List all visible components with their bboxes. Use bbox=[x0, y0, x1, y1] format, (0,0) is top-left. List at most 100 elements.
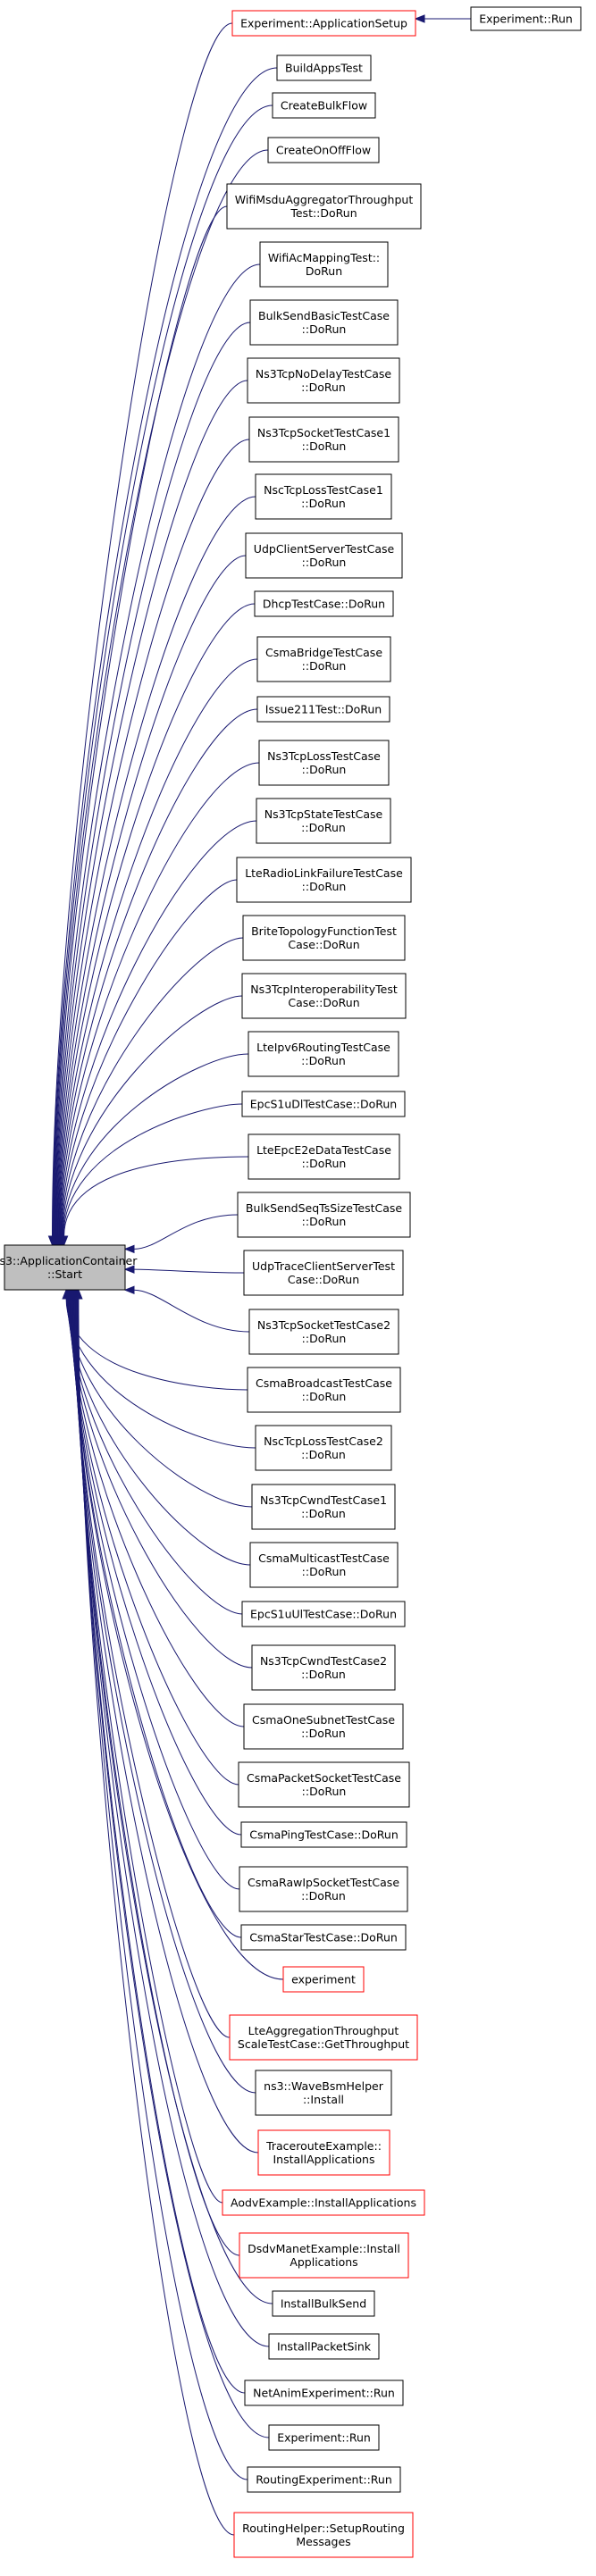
caller-node-n28[interactable]: CsmaMulticastTestCase::DoRun bbox=[249, 1542, 399, 1588]
caller-node-n38[interactable]: ns3::WaveBsmHelper::Install bbox=[255, 2070, 392, 2116]
node-label: Applications bbox=[290, 2255, 357, 2269]
node-box bbox=[256, 696, 390, 723]
arrowhead-n48 bbox=[414, 14, 425, 23]
node-label: Ns3TcpSocketTestCase2 bbox=[257, 1318, 390, 1332]
node-label: RoutingHelper::SetupRouting bbox=[242, 2522, 405, 2535]
edge-n3 bbox=[53, 149, 269, 1237]
caller-node-n37[interactable]: LteAggregationThroughputScaleTestCase::G… bbox=[229, 2014, 418, 2061]
root-node-application-container-start[interactable]: ns3::ApplicationContainer::Start bbox=[0, 1244, 138, 1291]
caller-node-n14[interactable]: Ns3TcpLossTestCase::DoRun bbox=[258, 740, 390, 786]
node-label: UdpTraceClientServerTest bbox=[252, 1259, 395, 1273]
caller-node-n41[interactable]: DsdvManetExample::InstallApplications bbox=[239, 2232, 409, 2279]
node-box bbox=[255, 2070, 392, 2116]
caller-node-n35[interactable]: CsmaStarTestCase::DoRun bbox=[240, 1924, 407, 1951]
node-label: WifiAcMappingTest:: bbox=[268, 251, 380, 264]
caller-node-n12[interactable]: CsmaBridgeTestCase::DoRun bbox=[256, 636, 391, 682]
node-label: CsmaMulticastTestCase bbox=[258, 1551, 390, 1565]
caller-node-n9[interactable]: NscTcpLossTestCase1::DoRun bbox=[255, 473, 392, 520]
node-box bbox=[272, 2290, 375, 2317]
caller-node-n40[interactable]: AodvExample::InstallApplications bbox=[222, 2189, 425, 2216]
call-edges bbox=[47, 14, 471, 2536]
caller-node-n26[interactable]: NscTcpLossTestCase2::DoRun bbox=[255, 1425, 392, 1471]
caller-node-n0[interactable]: Experiment::ApplicationSetup bbox=[231, 10, 416, 37]
node-box bbox=[257, 2129, 390, 2176]
edge-n33 bbox=[70, 1298, 242, 1836]
caller-node-n3[interactable]: CreateOnOffFlow bbox=[267, 137, 380, 163]
caller-node-n44[interactable]: NetAnimExperiment::Run bbox=[244, 2379, 404, 2406]
caller-node-n22[interactable]: BulkSendSeqTsSizeTestCase::DoRun bbox=[237, 1192, 411, 1238]
caller-node-n16[interactable]: LteRadioLinkFailureTestCase::DoRun bbox=[236, 857, 412, 903]
node-label: NetAnimExperiment::Run bbox=[253, 2387, 395, 2400]
edge-n1 bbox=[52, 67, 278, 1237]
caller-node-n15[interactable]: Ns3TcpStateTestCase::DoRun bbox=[256, 798, 391, 844]
node-label: InstallBulkSend bbox=[281, 2297, 366, 2311]
caller-node-n20[interactable]: EpcS1uDlTestCase::DoRun bbox=[241, 1091, 406, 1117]
caller-node-n10[interactable]: UdpClientServerTestCase::DoRun bbox=[245, 532, 403, 579]
caller-node-n42[interactable]: InstallBulkSend bbox=[272, 2290, 375, 2317]
caller-node-n5[interactable]: WifiAcMappingTest::DoRun bbox=[259, 241, 389, 288]
node-box bbox=[239, 2232, 409, 2279]
caller-node-n24[interactable]: Ns3TcpSocketTestCase2::DoRun bbox=[248, 1309, 399, 1355]
caller-node-n11[interactable]: DhcpTestCase::DoRun bbox=[254, 590, 394, 617]
caller-node-n8[interactable]: Ns3TcpSocketTestCase1::DoRun bbox=[248, 416, 399, 463]
node-label: UdpClientServerTestCase bbox=[254, 542, 395, 556]
node-label: InstallPacketSink bbox=[277, 2340, 372, 2354]
node-label: ::DoRun bbox=[302, 556, 347, 569]
node-label: Case::DoRun bbox=[288, 996, 359, 1009]
node-label: DhcpTestCase::DoRun bbox=[263, 598, 385, 611]
edge-n10 bbox=[57, 555, 247, 1237]
node-box bbox=[249, 1542, 399, 1588]
caller-node-n30[interactable]: Ns3TcpCwndTestCase2::DoRun bbox=[251, 1644, 396, 1691]
caller-node-n45[interactable]: Experiment::Run bbox=[268, 2424, 380, 2451]
caller-node-n29[interactable]: EpcS1uUlTestCase::DoRun bbox=[241, 1601, 406, 1627]
caller-node-n7[interactable]: Ns3TcpNoDelayTestCase::DoRun bbox=[247, 357, 400, 404]
node-label: BuildAppsTest bbox=[285, 62, 363, 75]
caller-node-n32[interactable]: CsmaPacketSocketTestCase::DoRun bbox=[238, 1761, 410, 1808]
arrowhead-n47 bbox=[74, 1288, 83, 1300]
caller-node-n48[interactable]: Experiment::Run bbox=[470, 6, 582, 31]
edge-n41 bbox=[74, 1298, 240, 2256]
edge-n34 bbox=[71, 1298, 240, 1890]
caller-node-n36[interactable]: experiment bbox=[282, 1966, 365, 1993]
caller-node-n31[interactable]: CsmaOneSubnetTestCase::DoRun bbox=[243, 1703, 404, 1750]
caller-node-n39[interactable]: TracerouteExample::InstallApplications bbox=[257, 2129, 390, 2176]
caller-node-n33[interactable]: CsmaPingTestCase::DoRun bbox=[240, 1821, 407, 1848]
caller-node-n2[interactable]: CreateBulkFlow bbox=[272, 92, 376, 119]
caller-node-n19[interactable]: LteIpv6RoutingTestCase::DoRun bbox=[248, 1031, 399, 1077]
node-box bbox=[248, 1133, 400, 1180]
edge-n20 bbox=[63, 1103, 243, 1237]
edge-n2 bbox=[53, 105, 273, 1237]
caller-node-n27[interactable]: Ns3TcpCwndTestCase1::DoRun bbox=[251, 1484, 396, 1530]
caller-node-n43[interactable]: InstallPacketSink bbox=[268, 2333, 380, 2360]
caller-node-n21[interactable]: LteEpcE2eDataTestCase::DoRun bbox=[248, 1133, 400, 1180]
node-label: experiment bbox=[291, 1973, 356, 1986]
caller-node-n34[interactable]: CsmaRawIpSocketTestCase::DoRun bbox=[239, 1866, 408, 1912]
edge-n0 bbox=[52, 22, 233, 1237]
node-label: ::Start bbox=[47, 1267, 82, 1281]
caller-node-n1[interactable]: BuildAppsTest bbox=[276, 54, 372, 81]
node-label: CreateBulkFlow bbox=[281, 99, 367, 113]
node-label: Ns3TcpCwndTestCase1 bbox=[260, 1493, 387, 1507]
caller-node-n13[interactable]: Issue211Test::DoRun bbox=[256, 696, 390, 723]
node-box bbox=[229, 2014, 418, 2061]
node-label: Ns3TcpStateTestCase bbox=[264, 807, 383, 821]
caller-node-n6[interactable]: BulkSendBasicTestCase::DoRun bbox=[249, 299, 399, 346]
node-label: BulkSendSeqTsSizeTestCase bbox=[246, 1201, 403, 1215]
node-box bbox=[255, 473, 392, 520]
node-label: Test::DoRun bbox=[290, 206, 357, 220]
node-box bbox=[248, 416, 399, 463]
caller-node-n46[interactable]: RoutingExperiment::Run bbox=[247, 2466, 401, 2493]
edge-n26 bbox=[66, 1298, 256, 1449]
node-label: CsmaPingTestCase::DoRun bbox=[249, 1828, 399, 1842]
node-label: Ns3TcpLossTestCase bbox=[267, 749, 381, 763]
node-box bbox=[231, 10, 416, 37]
node-box bbox=[244, 2379, 404, 2406]
caller-node-n25[interactable]: CsmaBroadcastTestCase::DoRun bbox=[247, 1367, 401, 1413]
node-box bbox=[255, 1425, 392, 1471]
